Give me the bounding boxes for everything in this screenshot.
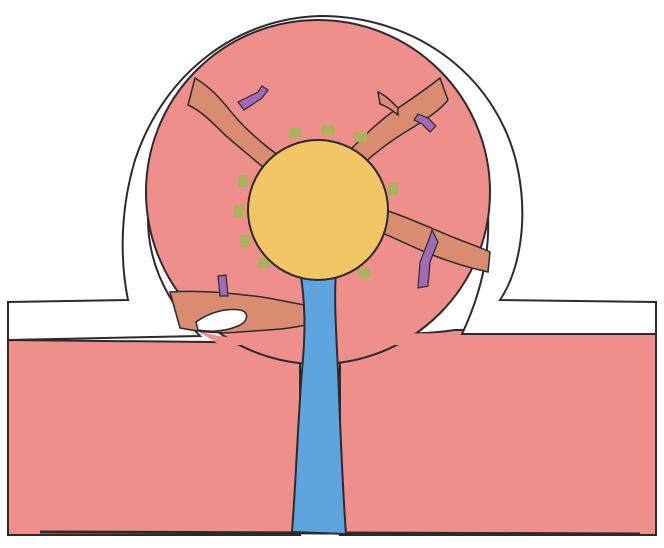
granule: [322, 125, 334, 135]
granule: [358, 268, 370, 278]
central-body: [248, 140, 388, 280]
granule: [289, 128, 301, 138]
granule: [240, 235, 250, 247]
granule: [234, 205, 244, 217]
granule: [355, 132, 367, 142]
granule: [388, 183, 398, 195]
stub-lower-left: [218, 275, 228, 296]
granule: [238, 175, 248, 187]
